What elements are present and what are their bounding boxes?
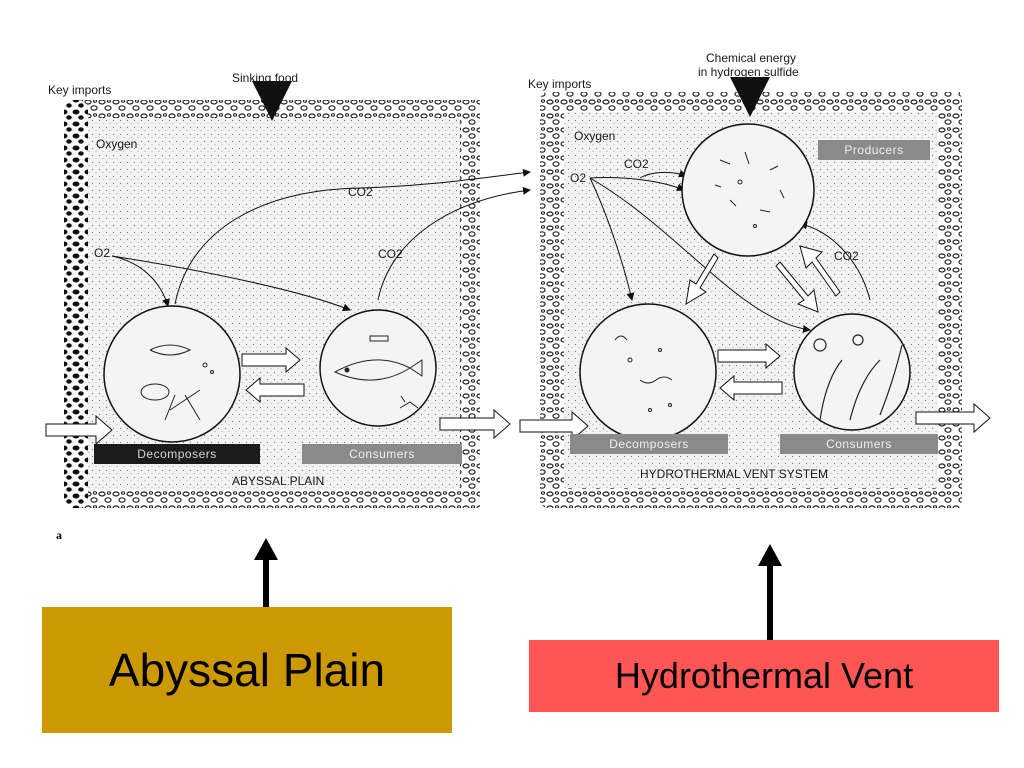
- abyssal-border-right: [460, 100, 480, 508]
- abyssal-o2-arrow-to-decomposers: [111, 255, 170, 307]
- vent-border-left: [540, 92, 564, 508]
- vent-consumers-plate: Consumers: [780, 434, 938, 454]
- vent-decomposers-plate: Decomposers: [570, 434, 728, 454]
- vent-consumers-circle: [793, 313, 911, 431]
- chemical-energy-label-line2: in hydrogen sulfide: [698, 65, 799, 79]
- abyssal-exchange-arrow-right: [241, 346, 301, 374]
- panel-abyssal-plain: [45, 81, 531, 640]
- abyssal-input-flow-arrow: [45, 414, 113, 446]
- abyssal-key-imports-label: Key imports: [48, 83, 112, 97]
- abyssal-o2-arrow-to-consumers: [111, 255, 351, 312]
- vent-producers-to-consumers-arrow: [775, 261, 819, 313]
- vent-pointer-arrowhead: [758, 544, 782, 566]
- abyssal-border-bottom: [80, 490, 480, 508]
- vent-o2-arrow-to-decomposers: [589, 177, 635, 301]
- vent-decomposers-sketch: [614, 335, 673, 412]
- abyssal-consumers-plate: Consumers: [302, 444, 462, 464]
- abyssal-plain-caption-box: Abyssal Plain: [42, 607, 452, 733]
- abyssal-co2-arrow-right: [377, 186, 531, 301]
- vent-exchange-arrow-left: [719, 374, 783, 402]
- vent-oxygen-label: Oxygen: [574, 129, 616, 143]
- abyssal-system-name: ABYSSAL PLAIN: [232, 474, 325, 488]
- abyssal-exchange-arrow-left: [245, 376, 305, 404]
- vent-border-top: [548, 92, 960, 112]
- vent-consumers-sketch: [813, 334, 903, 421]
- vent-decomposers-circle: [579, 303, 717, 441]
- chemical-energy-label-line1: Chemical energy: [706, 51, 797, 65]
- abyssal-decomposers-circle: [103, 305, 241, 443]
- vent-system-name: HYDROTHERMAL VENT SYSTEM: [640, 467, 829, 481]
- vent-border-bottom: [548, 488, 960, 508]
- vent-co2-top-label: CO2: [624, 157, 649, 171]
- panel-hydrothermal-vent: [519, 77, 991, 640]
- vent-exchange-arrow-right: [717, 342, 781, 370]
- abyssal-output-flow-arrow: [439, 408, 511, 440]
- vent-consumers-to-producers-arrow: [799, 245, 841, 297]
- vent-output-flow-arrow: [915, 402, 991, 434]
- vent-o2-arrow-to-producers: [589, 177, 685, 192]
- abyssal-border-left: [64, 100, 88, 508]
- figure-letter: a: [56, 528, 62, 542]
- abyssal-co2-right-label: CO2: [378, 247, 403, 261]
- hydrothermal-vent-caption-box: Hydrothermal Vent: [529, 640, 999, 712]
- vent-co2-arrow-top: [639, 169, 687, 179]
- vent-co2-right-label: CO2: [834, 249, 859, 263]
- vent-co2-arrow-right: [799, 221, 871, 301]
- vent-producers-to-decomposers-arrow: [685, 253, 719, 305]
- abyssal-plain-caption: Abyssal Plain: [108, 644, 386, 696]
- vent-producers-circle: [681, 123, 815, 257]
- vent-border-right: [938, 92, 962, 508]
- abyssal-consumers-circle: [319, 309, 437, 427]
- vent-producers-plate: Producers: [818, 140, 930, 160]
- abyssal-consumers-sketch: [333, 335, 423, 409]
- abyssal-co2-top-label: CO2: [348, 185, 373, 199]
- abyssal-pointer-arrowhead: [254, 538, 278, 560]
- vent-key-imports-label: Key imports: [528, 77, 592, 91]
- abyssal-border-top: [80, 100, 480, 118]
- vent-producers-sketch: [714, 151, 785, 228]
- sinking-food-label: Sinking food: [232, 71, 299, 85]
- vent-input-flow-arrow: [519, 410, 589, 442]
- vent-o2-label: O2: [570, 171, 587, 185]
- abyssal-decomposers-plate: Decomposers: [94, 444, 260, 464]
- abyssal-oxygen-label: Oxygen: [96, 137, 138, 151]
- abyssal-o2-label: O2: [94, 246, 111, 260]
- hydrothermal-vent-caption: Hydrothermal Vent: [614, 655, 914, 696]
- abyssal-co2-arrow-top: [174, 168, 531, 305]
- abyssal-decomposers-sketch: [140, 344, 214, 421]
